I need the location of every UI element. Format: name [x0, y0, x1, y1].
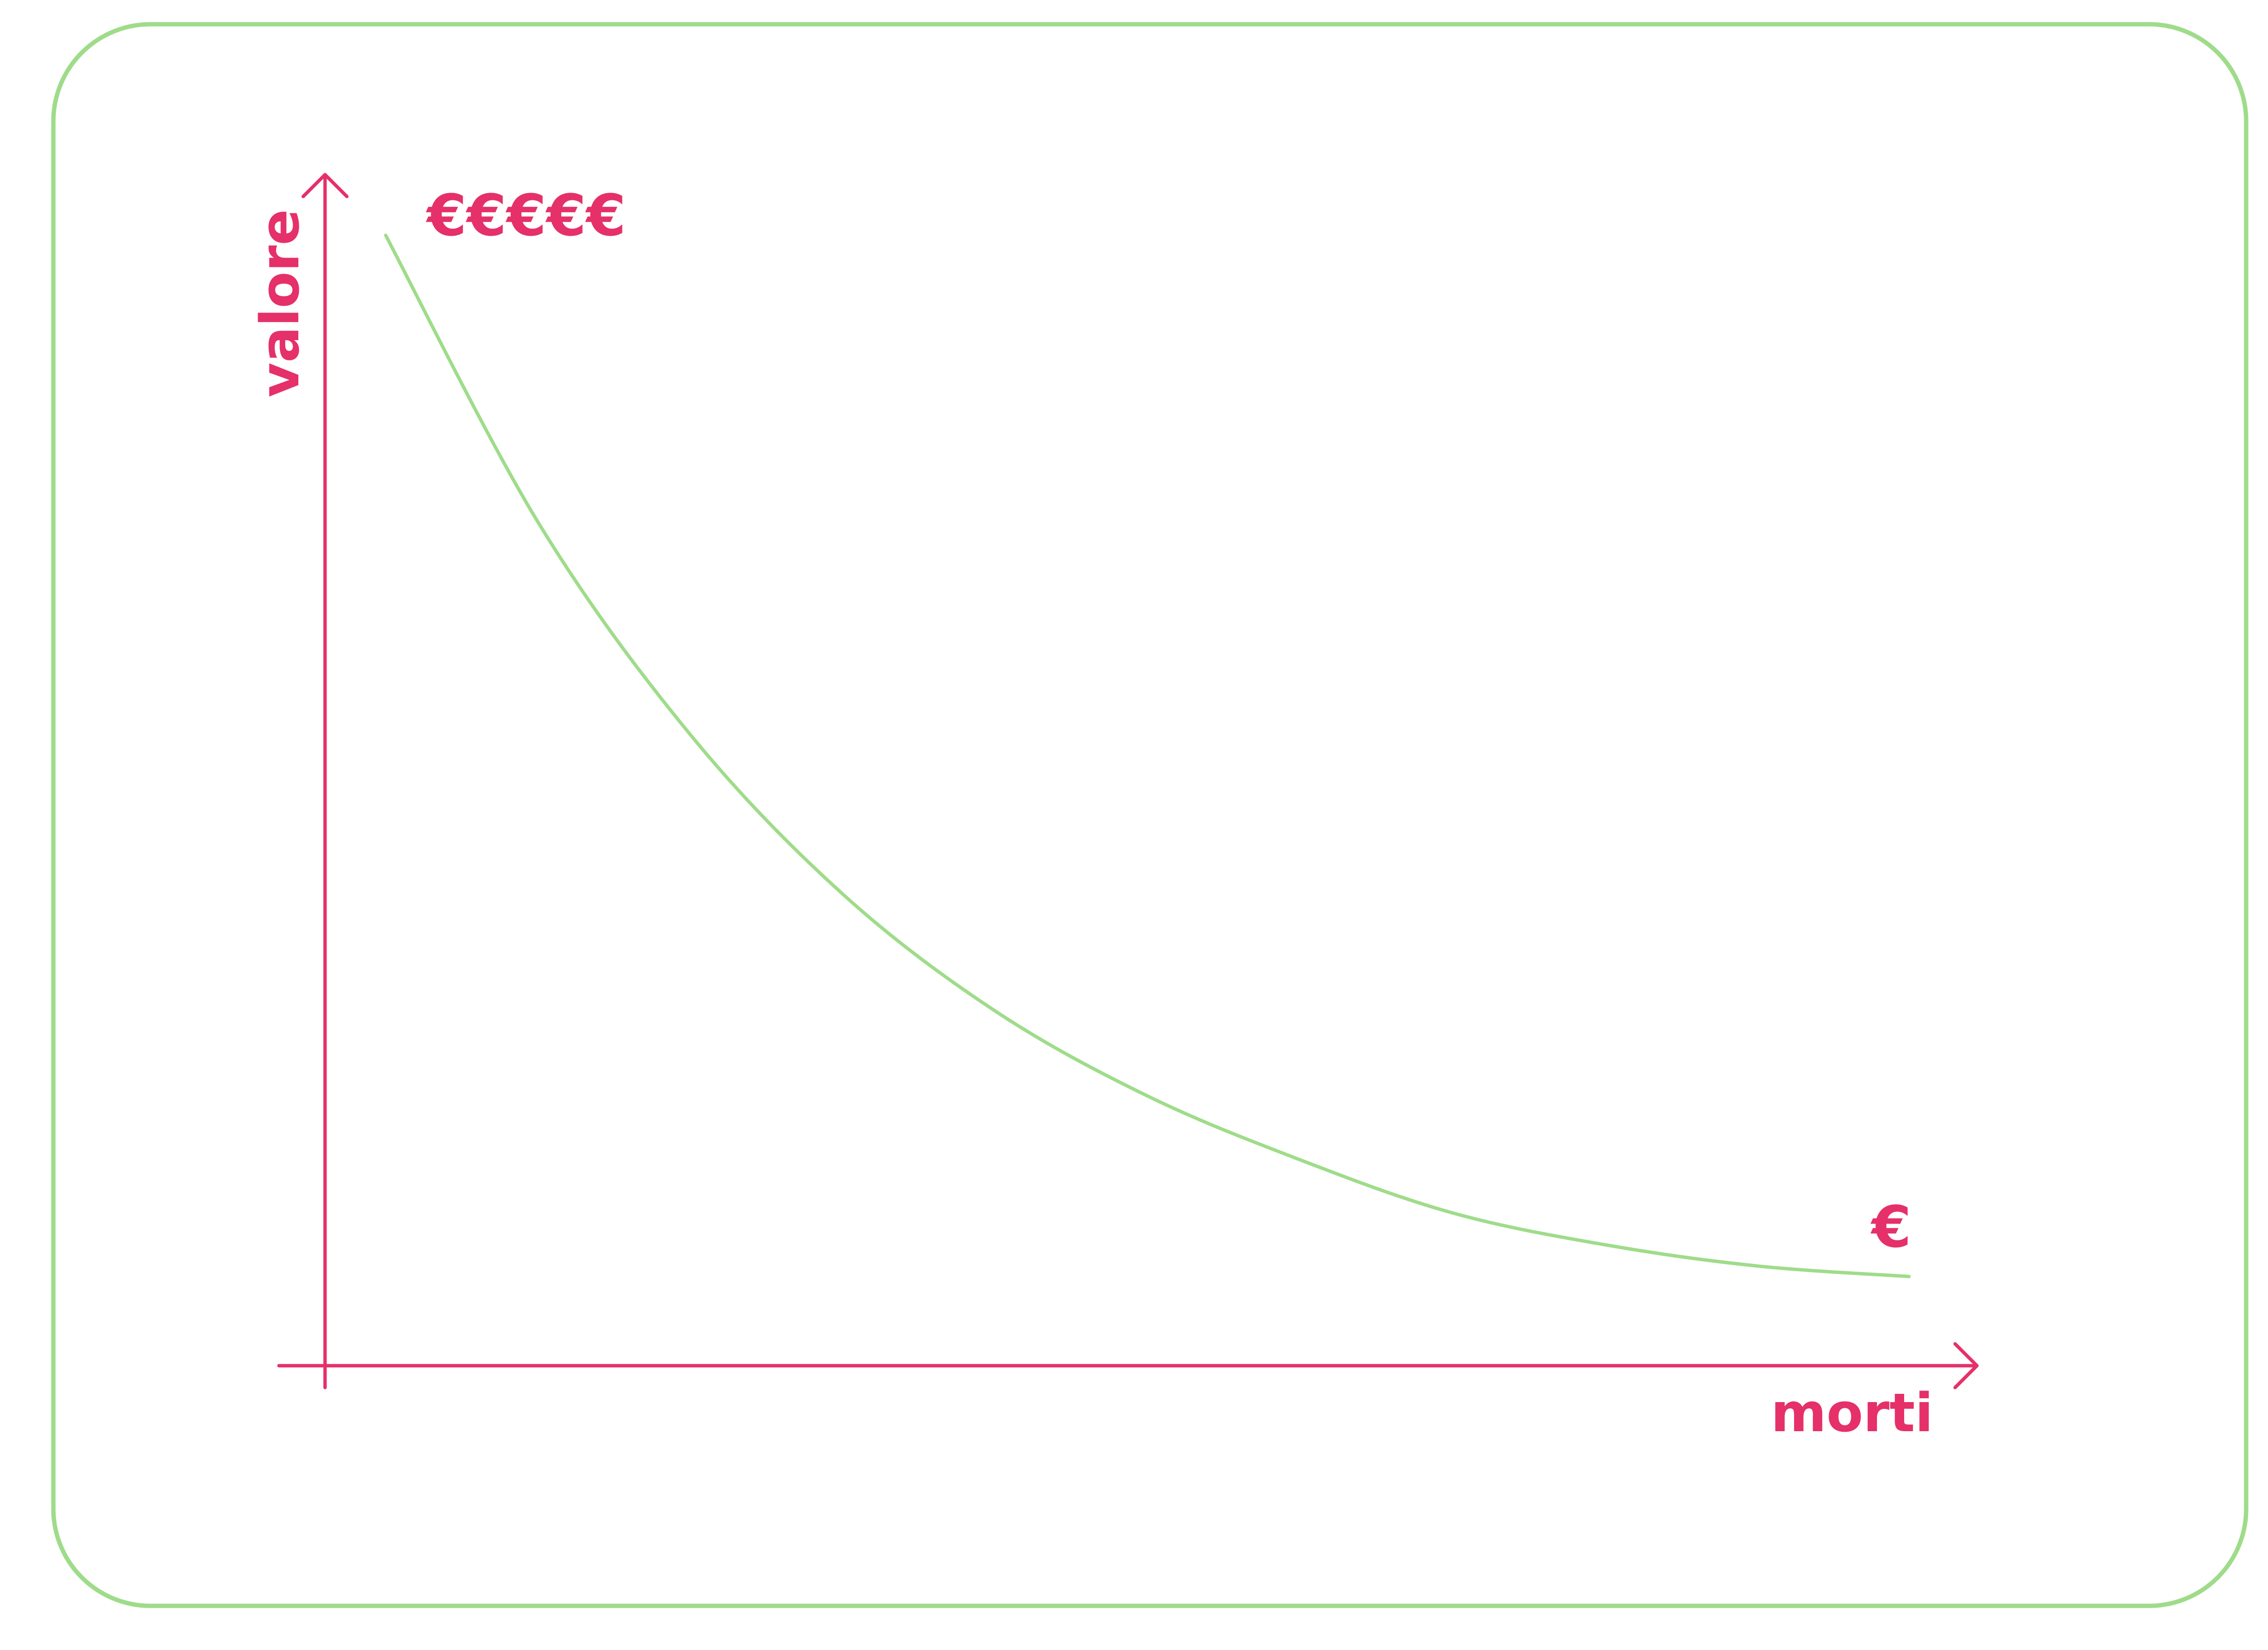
y-axis-arrowhead [301, 173, 349, 198]
series-line [384, 233, 1911, 1278]
annotation-high-value: €€€€€ [425, 182, 626, 249]
chart-frame [51, 22, 2249, 1608]
x-axis-label: morti [1771, 1382, 1933, 1444]
y-axis-label: valore [249, 209, 311, 397]
x-axis-arrowhead [1953, 1342, 1979, 1389]
annotation-low-value: € [1870, 1193, 1911, 1260]
